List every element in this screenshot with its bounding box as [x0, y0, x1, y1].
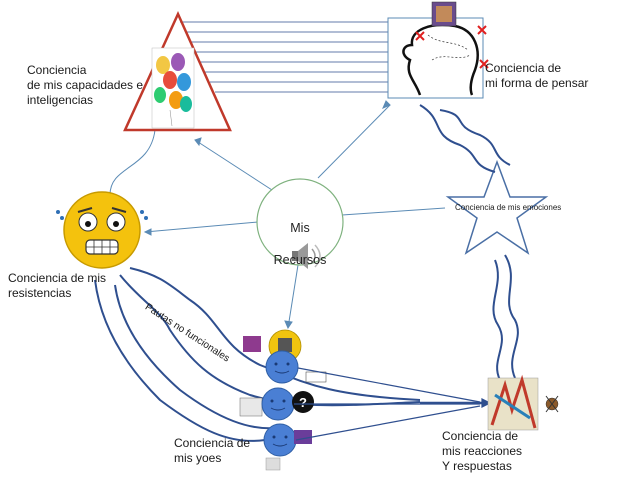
- center-circle: [256, 178, 344, 266]
- star-icon: [445, 159, 549, 255]
- reacciones-image: [487, 374, 559, 431]
- center-title-line1: Mis: [290, 221, 310, 235]
- label-yoes: Conciencia de mis yoes: [174, 436, 251, 465]
- small-faces-group: ?: [239, 329, 327, 471]
- arrowhead: [284, 320, 293, 330]
- wavy-lines-star-reacciones: [492, 254, 519, 381]
- label-capacidades: Conciencia de mis capacidades e intelige…: [27, 63, 144, 107]
- parallel-lines: [180, 21, 390, 93]
- wavy-lines-resistencias: [94, 267, 421, 442]
- figure-thumbnail: [243, 336, 261, 352]
- connector-capacidades: [194, 139, 273, 191]
- small-face-icon: [263, 423, 297, 457]
- svg-text:?: ?: [299, 395, 307, 410]
- figure-thumbnail: [239, 397, 263, 417]
- speaker-icon: [292, 243, 321, 269]
- connector-emociones: [341, 207, 446, 216]
- label-reacciones: Conciencia de mis reacciones Y respuesta…: [442, 429, 523, 473]
- lines-to-reacciones: [294, 367, 492, 441]
- connector-resistencias: [144, 221, 259, 233]
- label-emociones: Conciencia de mis emociones: [455, 203, 562, 212]
- connector-forma-pensar: [317, 104, 391, 179]
- arrowhead: [194, 137, 202, 147]
- connector-face-triangle: [109, 129, 156, 196]
- center-title: Mis Recursos: [270, 204, 330, 268]
- connector-yoes: [287, 264, 299, 329]
- arrowhead: [143, 228, 152, 236]
- wavy-lines-head-star: [419, 104, 511, 173]
- arrowhead: [382, 100, 391, 109]
- figure-thumbnail: [294, 430, 312, 444]
- scared-face-icon: [56, 191, 148, 269]
- small-face-icon: [265, 350, 299, 384]
- head-profile-icon: [387, 1, 489, 99]
- center-title-line2: Recursos: [273, 253, 327, 267]
- label-forma-pensar: Conciencia de mi forma de pensar: [485, 61, 589, 90]
- label-resistencias: Conciencia de mis resistencias: [8, 271, 107, 300]
- small-face-icon: [261, 387, 295, 421]
- triangle-shape: [123, 10, 232, 132]
- balloons-icon: [151, 47, 195, 129]
- connectors: [109, 100, 446, 330]
